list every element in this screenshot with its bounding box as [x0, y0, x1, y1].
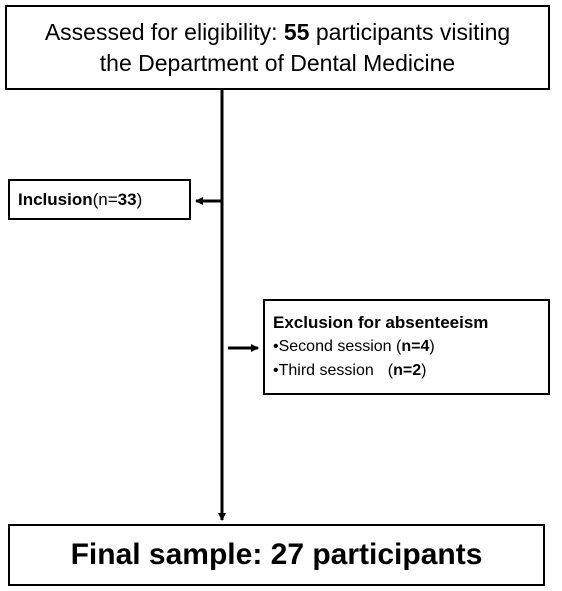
exclusion-item-label: •Third session: [273, 362, 374, 379]
final-sample-box: Final sample: 27 participants: [8, 524, 545, 586]
exclusion-item-open: (: [396, 338, 402, 355]
eligibility-line-2: the Department of Dental Medicine: [99, 49, 456, 76]
inclusion-count: 33: [117, 189, 137, 209]
exclusion-title: Exclusion for absenteeism: [273, 313, 489, 332]
eligibility-line-1: Assessed for eligibility: 55 participant…: [45, 17, 510, 48]
eligibility-box: Assessed for eligibility: 55 participant…: [5, 5, 550, 90]
inclusion-count-suffix: ): [136, 189, 143, 209]
inclusion-box: Inclusion (n=33): [8, 179, 191, 220]
final-sample-text: Final sample: 27 participants: [70, 538, 483, 571]
exclusion-item-second-session: •Second session (n=4): [273, 335, 548, 359]
exclusion-item-close: ): [421, 362, 427, 379]
exclusion-item-third-session: •Third session (n=2): [273, 359, 548, 383]
exclusion-box: Exclusion for absenteeism •Second sessio…: [263, 299, 550, 395]
exclusion-item-count: n=4: [401, 338, 430, 355]
exclusion-item-count: n=2: [393, 362, 422, 379]
eligibility-suffix: participants visiting: [309, 18, 511, 45]
exclusion-item-label: •Second session: [273, 338, 397, 355]
inclusion-label: Inclusion: [18, 189, 93, 209]
exclusion-item-open: (: [387, 362, 394, 379]
inclusion-count-prefix: (n=: [92, 189, 118, 209]
exclusion-item-close: ): [429, 338, 435, 355]
eligibility-count: 55: [283, 18, 310, 45]
eligibility-prefix: Assessed for eligibility:: [44, 18, 284, 45]
